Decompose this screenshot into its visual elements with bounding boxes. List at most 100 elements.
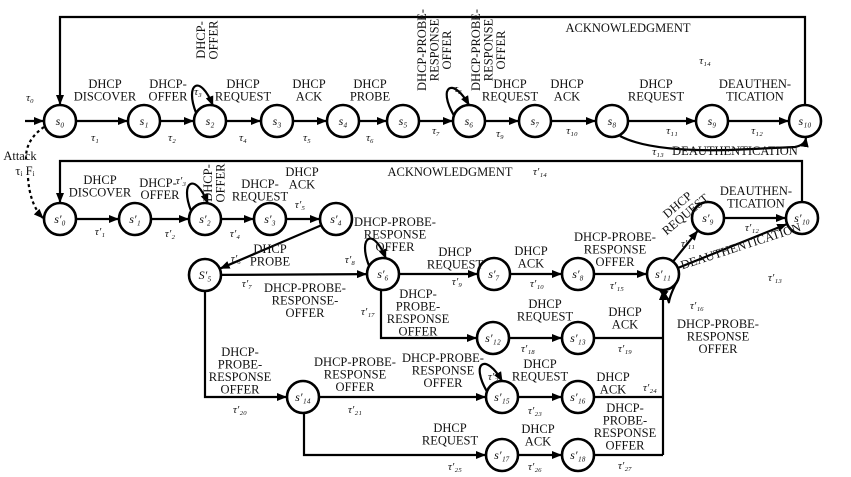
state-label: s′₂ — [199, 212, 210, 226]
state-circle[interactable] — [318, 201, 354, 237]
state-circle[interactable] — [694, 103, 730, 139]
self-loop-arrow — [478, 362, 503, 393]
state-circle[interactable] — [690, 200, 726, 236]
state-p6[interactable]: s′₆ — [365, 256, 401, 292]
transition-q10: τ′₁₀ — [530, 278, 544, 290]
transition-arrow — [56, 159, 804, 203]
label-b-pro-s5s6: DHCP-PROBE-RESPONSE-OFFER — [264, 281, 346, 320]
state-label: s′₆ — [377, 267, 388, 281]
state-label: s₀ — [56, 114, 65, 128]
state-s9[interactable]: s₉ — [694, 103, 730, 139]
state-label: s₃ — [273, 114, 282, 128]
label-t-offer: DHCP-OFFER — [149, 77, 189, 104]
state-circle[interactable] — [560, 437, 596, 473]
state-circle[interactable] — [787, 103, 823, 139]
state-s7[interactable]: s₇ — [517, 103, 553, 139]
attack-arrow — [24, 126, 44, 218]
state-circle[interactable] — [42, 103, 78, 139]
state-p8[interactable]: s′₈ — [560, 256, 596, 292]
transition-q3: τ′₃ — [176, 175, 186, 187]
state-circle[interactable] — [126, 103, 162, 139]
transition-q11: τ′₁₁ — [681, 238, 695, 250]
state-p11[interactable]: s′₁₁ — [645, 256, 681, 292]
state-p7[interactable]: s′₇ — [476, 256, 512, 292]
state-circle[interactable] — [451, 103, 487, 139]
state-circle[interactable] — [475, 320, 511, 356]
state-circle[interactable] — [560, 256, 596, 292]
state-s10[interactable]: s₁₀ — [787, 103, 823, 139]
label-attack: Attack — [3, 149, 37, 163]
state-p12[interactable]: s′₁₂ — [475, 320, 511, 356]
state-p9[interactable]: s′₉ — [690, 200, 726, 236]
label-b-ackn: ACKNOWLEDGMENT — [388, 165, 513, 179]
state-circle[interactable] — [187, 201, 223, 237]
state-circle[interactable] — [645, 256, 681, 292]
state-label: s′₁₀ — [794, 211, 810, 225]
transition-t5: τ₅ — [303, 132, 311, 144]
state-s1[interactable]: s₁ — [126, 103, 162, 139]
state-circle[interactable] — [285, 379, 321, 415]
state-circle[interactable] — [385, 103, 421, 139]
state-circle[interactable] — [560, 379, 596, 415]
state-p4[interactable]: s′₄ — [318, 201, 354, 237]
state-label: s′₈ — [572, 267, 583, 281]
state-label: s′₁₂ — [485, 331, 501, 345]
state-circle[interactable] — [252, 201, 288, 237]
state-circle[interactable] — [192, 103, 228, 139]
state-circle[interactable] — [484, 379, 520, 415]
label-t-deauth: DEAUTHEN-TICATION — [719, 77, 791, 104]
state-circle[interactable] — [560, 320, 596, 356]
state-p17[interactable]: s′₁₇ — [484, 437, 520, 473]
state-p2[interactable]: s′₂ — [187, 201, 223, 237]
state-circle[interactable] — [594, 103, 630, 139]
state-label: s′₁₅ — [494, 390, 510, 404]
state-p16[interactable]: s′₁₆ — [560, 379, 596, 415]
state-circle[interactable] — [484, 437, 520, 473]
state-circle[interactable] — [117, 201, 153, 237]
state-p15[interactable]: s′₁₅ — [484, 379, 520, 415]
label-b-offer-loop: DHCP-OFFER — [201, 163, 228, 203]
state-p1[interactable]: s′₁ — [117, 201, 153, 237]
state-s4[interactable]: s₄ — [325, 103, 361, 139]
state-circle[interactable] — [187, 257, 223, 293]
transition-q8: τ′₈ — [345, 254, 355, 266]
state-circle[interactable] — [259, 103, 295, 139]
state-p0[interactable]: s′₀ — [42, 201, 78, 237]
label-t-deauth2: DEAUTHENTICATION — [672, 144, 798, 158]
state-circle[interactable] — [517, 103, 553, 139]
state-s2[interactable]: s₂ — [192, 103, 228, 139]
state-s3[interactable]: s₃ — [259, 103, 295, 139]
state-s0[interactable]: s₀ — [42, 103, 78, 139]
state-p13[interactable]: s′₁₃ — [560, 320, 596, 356]
label-b-deauth: DEAUTHEN-TICATION — [720, 184, 792, 211]
state-circle[interactable] — [42, 201, 78, 237]
state-circle[interactable] — [365, 256, 401, 292]
state-s5[interactable]: s₅ — [385, 103, 421, 139]
transition-q4: τ′₄ — [230, 228, 240, 240]
state-p10[interactable]: s′₁₀ — [784, 200, 820, 236]
transition-t3: τ₃ — [194, 86, 202, 98]
state-circle[interactable] — [476, 256, 512, 292]
state-p18[interactable]: s′₁₈ — [560, 437, 596, 473]
state-s6[interactable]: s₆ — [451, 103, 487, 139]
state-p14[interactable]: s′₁₄ — [285, 379, 321, 415]
state-s8[interactable]: s₈ — [594, 103, 630, 139]
state-p3[interactable]: s′₃ — [252, 201, 288, 237]
state-p5[interactable]: S′₅ — [187, 257, 223, 293]
state-circle[interactable] — [784, 200, 820, 236]
state-circle[interactable] — [325, 103, 361, 139]
